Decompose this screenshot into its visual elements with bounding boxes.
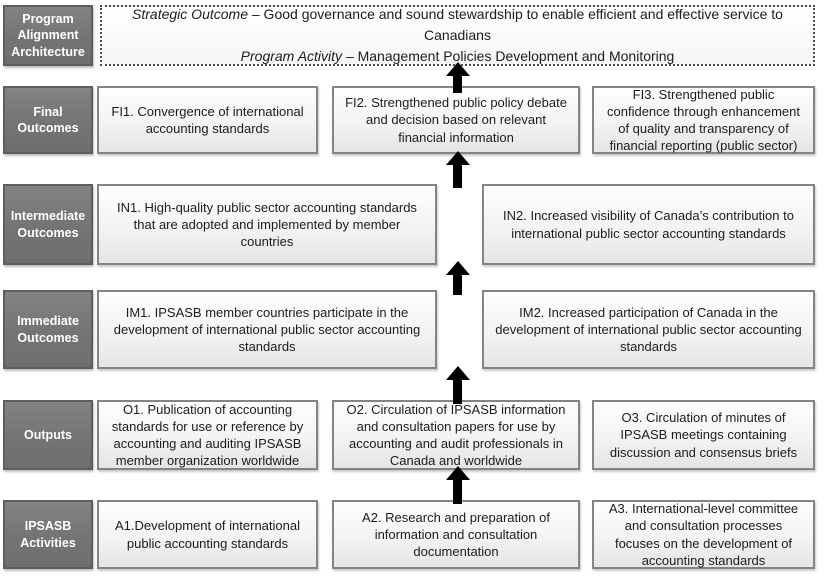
box-o2-text: O2. Circulation of IPSASB information an… xyxy=(346,401,566,469)
box-fi2-text: FI2. Strengthened public policy debate a… xyxy=(345,95,567,145)
row-label-final-outcomes: Final Outcomes xyxy=(3,86,93,154)
box-o2: O2. Circulation of IPSASB information an… xyxy=(332,400,580,470)
row-label-intermediate-outcomes: Intermediate Outcomes xyxy=(3,184,93,265)
box-in2: IN2. Increased visibility of Canada’s co… xyxy=(482,184,815,265)
box-im2-text: IM2. Increased participation of Canada i… xyxy=(495,304,802,355)
program-activity-text: – Management Policies Development and Mo… xyxy=(345,48,675,64)
box-o1: O1. Publication of accounting standards … xyxy=(97,400,318,470)
box-im1-text: IM1. IPSASB member countries participate… xyxy=(113,304,421,355)
row-label-outputs: Outputs xyxy=(3,400,93,470)
up-arrow-icon xyxy=(445,466,470,504)
box-o1-text: O1. Publication of accounting standards … xyxy=(111,401,304,469)
box-fi3-text: FI3. Strengthened public confidence thro… xyxy=(607,86,800,154)
box-fi1-text: FI1. Convergence of international accoun… xyxy=(111,103,304,136)
program-activity-term: Program Activity xyxy=(240,48,343,64)
row-label-immediate-outcomes: Immediate Outcomes xyxy=(3,290,93,369)
up-arrow-icon xyxy=(445,62,470,93)
box-in1: IN1. High-quality public sector accounti… xyxy=(97,184,437,265)
box-a2-text: A2. Research and preparation of informat… xyxy=(362,509,550,560)
box-o3: O3. Circulation of minutes of IPSASB mee… xyxy=(592,400,815,470)
box-a1-text: A1.Development of international public a… xyxy=(114,518,300,551)
strategic-outcome-text: – Good governance and sound stewardship … xyxy=(251,6,783,43)
strategic-outcome-box: Strategic Outcome – Good governance and … xyxy=(100,5,815,66)
box-in2-text: IN2. Increased visibility of Canada’s co… xyxy=(503,208,794,241)
strategic-outcome-line: Strategic Outcome – Good governance and … xyxy=(116,4,799,46)
strategic-outcome-term: Strategic Outcome xyxy=(132,6,248,22)
program-activity-line: Program Activity – Management Policies D… xyxy=(241,46,675,67)
row-label-ipsasb-activities: IPSASB Activities xyxy=(3,500,93,569)
up-arrow-icon xyxy=(445,151,470,188)
row-label-program-alignment-architecture: Program Alignment Architecture xyxy=(3,5,93,66)
box-a1: A1.Development of international public a… xyxy=(97,500,318,569)
box-a2: A2. Research and preparation of informat… xyxy=(332,500,580,569)
box-fi2: FI2. Strengthened public policy debate a… xyxy=(332,86,580,154)
box-o3-text: O3. Circulation of minutes of IPSASB mee… xyxy=(609,410,798,460)
box-im1: IM1. IPSASB member countries participate… xyxy=(97,290,437,369)
box-fi1: FI1. Convergence of international accoun… xyxy=(97,86,318,154)
up-arrow-icon xyxy=(445,366,470,404)
box-im2: IM2. Increased participation of Canada i… xyxy=(482,290,815,369)
up-arrow-icon xyxy=(445,261,470,295)
box-a3: A3. International-level committee and co… xyxy=(592,500,815,569)
box-in1-text: IN1. High-quality public sector accounti… xyxy=(117,199,417,250)
box-fi3: FI3. Strengthened public confidence thro… xyxy=(592,86,815,154)
box-a3-text: A3. International-level committee and co… xyxy=(608,501,799,568)
